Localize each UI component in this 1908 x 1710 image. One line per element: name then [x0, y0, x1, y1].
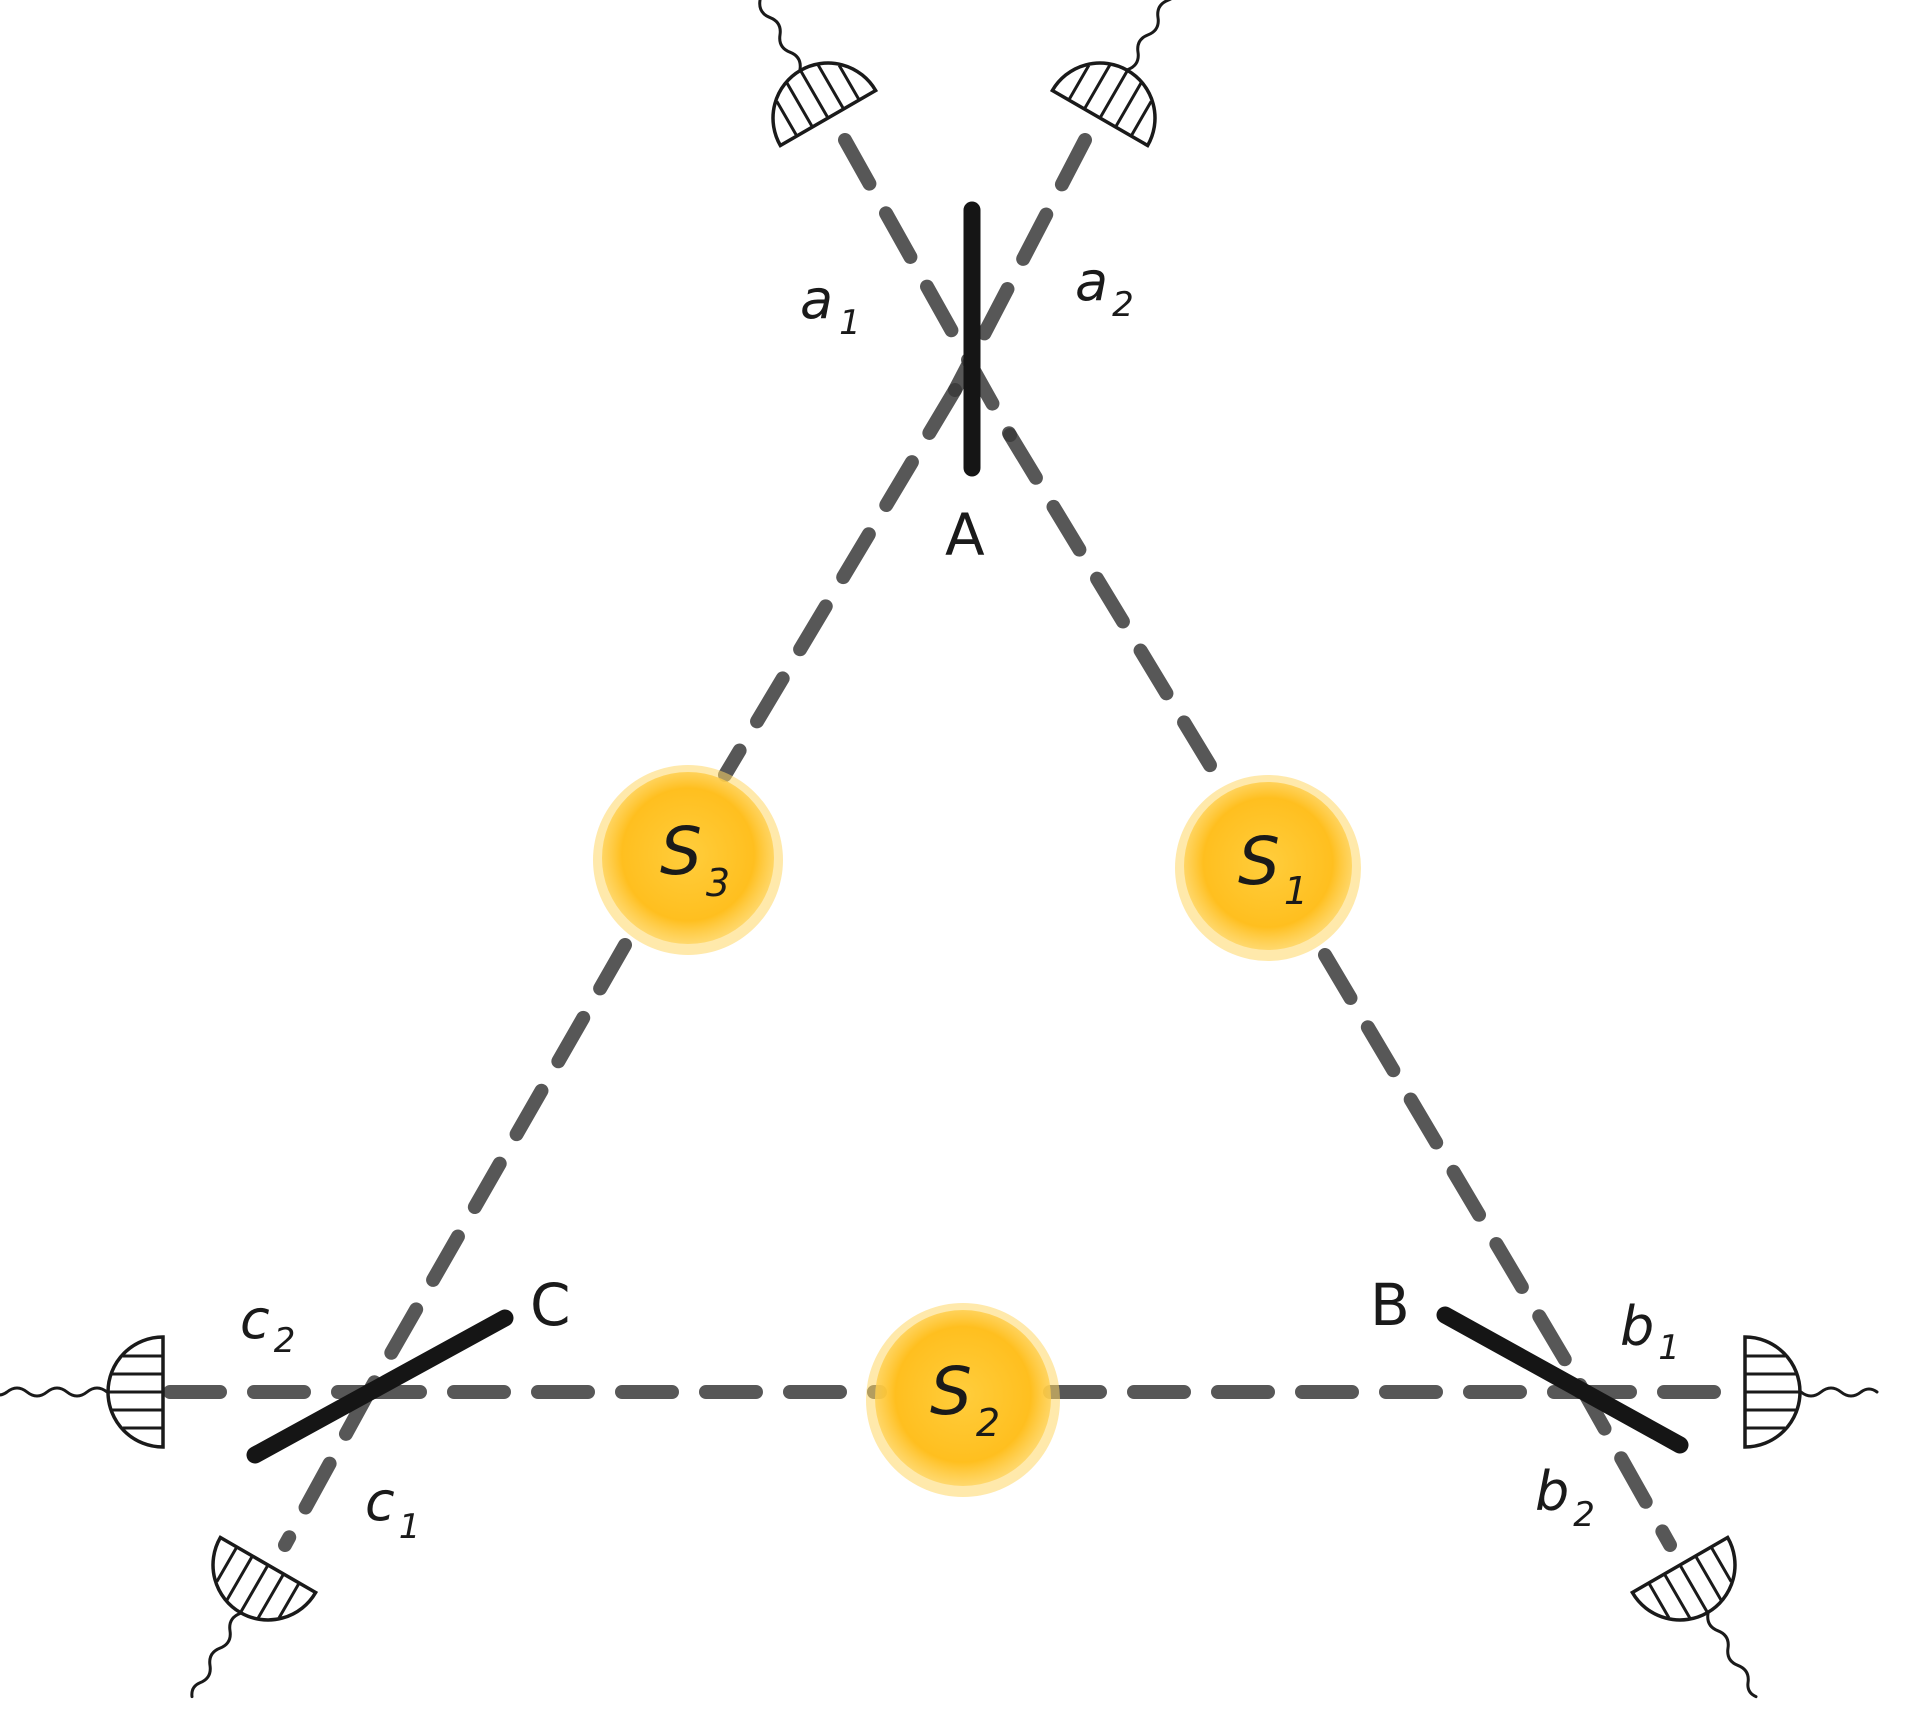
beam-s1-to-b — [1318, 948, 1587, 1392]
beam-c1 — [278, 1383, 377, 1552]
beam-splitter-c-icon — [246, 1309, 514, 1464]
beam-s3-to-c — [363, 938, 632, 1397]
beam-b2 — [1573, 1378, 1677, 1552]
beam-a-to-s1 — [1003, 428, 1232, 797]
detector-c1-icon — [190, 1535, 319, 1699]
node-b-label: B — [1370, 1271, 1410, 1339]
detector-a1-icon — [740, 0, 879, 148]
node-c-label: C — [530, 1271, 571, 1339]
detector-b1-icon — [1743, 1335, 1879, 1449]
detector-c2-icon — [0, 1335, 165, 1449]
beam-splitter-b-icon — [1436, 1306, 1689, 1454]
node-a-label: A — [945, 501, 985, 569]
detector-b2-icon — [1629, 1535, 1758, 1699]
beam-a-to-s3 — [718, 383, 962, 782]
detector-a2-icon — [1049, 0, 1188, 148]
beam-a1 — [838, 133, 1017, 442]
beams — [163, 133, 1747, 1552]
beam-a2 — [948, 133, 1092, 397]
